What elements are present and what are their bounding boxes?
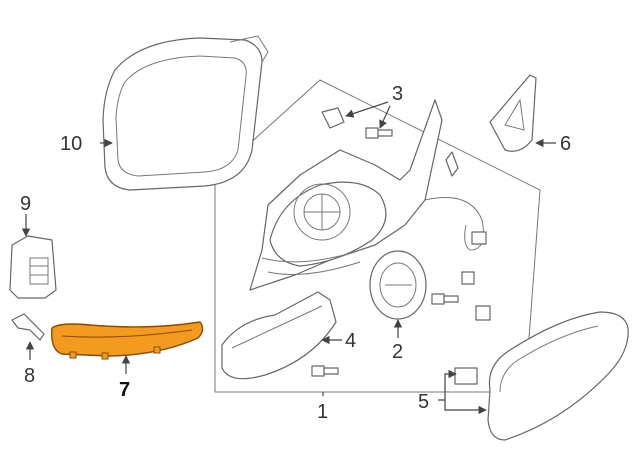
callout-9: 9 (20, 193, 31, 215)
part-6-bracket (489, 74, 537, 152)
callout-6: 6 (560, 133, 571, 155)
callout-5: 5 (418, 391, 429, 413)
part-2-motor (369, 250, 459, 320)
part-1-mirror-housing (249, 99, 443, 291)
connector-block (475, 305, 491, 321)
part-7-turn-signal-lamp (51, 321, 204, 360)
connector-small (461, 271, 475, 285)
leader-3b (379, 105, 391, 129)
part-3-clip-screw (321, 107, 393, 139)
callout-8: 8 (24, 365, 35, 387)
part-5-mirror-glass (454, 311, 629, 441)
part-4-lower-cover (221, 291, 339, 380)
part-10-mirror-cover (102, 35, 269, 191)
callout-7: 7 (119, 379, 130, 401)
part-9-bracket (9, 235, 57, 299)
callout-3: 3 (392, 83, 403, 105)
small-clip (445, 151, 459, 177)
assembly-outline (214, 79, 541, 393)
callout-1: 1 (317, 401, 328, 423)
part-8-seal (11, 313, 45, 341)
connector (471, 231, 487, 245)
callout-2: 2 (392, 341, 403, 363)
leader-5a (438, 369, 457, 401)
callout-10: 10 (60, 133, 82, 155)
callout-4: 4 (345, 330, 356, 352)
leader-5b (444, 400, 487, 415)
leader-3a (345, 101, 389, 118)
